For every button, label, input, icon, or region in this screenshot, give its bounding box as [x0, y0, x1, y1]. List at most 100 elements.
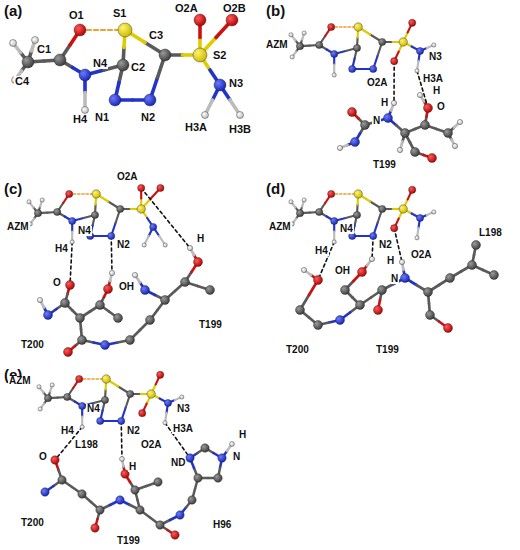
atom-ball — [138, 184, 145, 191]
atom-label: N2 — [378, 240, 393, 250]
atom-ball — [218, 454, 226, 462]
atom-ball — [161, 296, 170, 305]
atom-ball — [118, 23, 132, 37]
atom-label: O — [38, 452, 48, 462]
atom-ball — [32, 37, 39, 44]
atom-label: C3 — [148, 30, 164, 41]
atom-ball — [214, 79, 226, 91]
atom-ball — [206, 286, 215, 295]
atom-label: S1 — [112, 8, 127, 19]
atom-label: O2B — [222, 3, 247, 14]
atom-ball — [354, 190, 362, 198]
atom-ball — [370, 65, 377, 72]
atom-label: O2A — [366, 78, 389, 88]
hydrogen-bond — [393, 61, 395, 103]
atom-label: H — [386, 256, 395, 266]
atom-label: AZM — [268, 222, 292, 232]
atom-ball — [314, 276, 323, 285]
atom-ball — [490, 271, 499, 280]
atom-ball — [139, 410, 146, 417]
atom-ball — [91, 524, 99, 532]
atom-ball — [109, 270, 114, 275]
atom-ball — [91, 211, 98, 218]
atom-label: L198 — [74, 440, 99, 450]
atom-label: L198 — [478, 228, 503, 238]
atom-ball — [369, 256, 374, 261]
atom-label: T200 — [20, 518, 45, 528]
atom-ball — [186, 454, 194, 462]
atom-ball — [157, 371, 164, 378]
atom-label: T199 — [375, 345, 400, 355]
atom-label: N4 — [92, 58, 108, 69]
atom-ball — [187, 245, 192, 250]
atom-ball — [314, 321, 323, 330]
atom-ball — [136, 506, 144, 514]
atom-ball — [154, 478, 162, 486]
atom-ball — [194, 14, 206, 26]
atom-label: S2 — [212, 50, 227, 61]
atom-ball — [27, 200, 31, 204]
atom-ball — [92, 190, 100, 198]
atom-label: C4 — [14, 76, 30, 87]
atom-ball — [101, 396, 108, 403]
atom-label: N2 — [140, 112, 156, 123]
atom-label: H — [128, 462, 137, 472]
atom-label: OH — [118, 282, 135, 292]
atom-ball — [64, 393, 71, 400]
atom-ball — [432, 210, 436, 214]
atom-ball — [391, 225, 398, 232]
atom-label: T199 — [116, 536, 141, 546]
atom-ball — [194, 258, 203, 267]
atom-label: N — [390, 274, 399, 284]
atom-ball — [296, 306, 305, 315]
atom-ball — [399, 205, 407, 213]
hydrogen-bond — [70, 242, 72, 285]
atom-label: N4 — [86, 404, 101, 414]
atom-label: N3 — [428, 52, 443, 62]
atom-ball — [416, 47, 423, 54]
atom-ball — [331, 50, 338, 57]
atom-ball — [194, 474, 202, 482]
atom-ball — [141, 286, 150, 295]
atom-label: N3 — [228, 78, 244, 89]
atom-ball — [144, 94, 156, 106]
atom-ball — [163, 421, 167, 425]
atom-ball — [409, 186, 416, 193]
atom-ball — [301, 267, 306, 272]
atom-ball — [163, 243, 167, 247]
atom-ball — [230, 442, 235, 447]
atom-ball — [415, 69, 419, 73]
atom-ball — [126, 336, 135, 345]
hydrogen-bond — [141, 188, 190, 248]
atom-ball — [331, 217, 338, 224]
atom-ball — [146, 316, 155, 325]
atom-ball — [37, 385, 41, 389]
atom-ball — [337, 145, 342, 150]
atom-label: O — [52, 278, 62, 288]
atom-ball — [379, 205, 386, 212]
atom-label: N — [372, 116, 381, 126]
atom-ball — [40, 198, 44, 202]
atom-ball — [193, 48, 207, 62]
atom-ball — [127, 390, 134, 397]
atom-ball — [101, 341, 110, 350]
atom-label: ND — [170, 458, 186, 468]
atom-label: O1 — [68, 10, 85, 21]
atom-ball — [78, 336, 87, 345]
atom-ball — [417, 92, 422, 97]
atom-ball — [102, 375, 110, 383]
atom-ball — [399, 38, 407, 46]
atom-ball — [54, 208, 61, 215]
atom-ball — [384, 114, 393, 123]
atom-ball — [70, 240, 74, 244]
atom-ball — [411, 148, 420, 157]
atom-ball — [64, 348, 73, 357]
atom-label: OH — [334, 266, 351, 276]
atom-ball — [415, 236, 419, 240]
panel-letter: (c) — [3, 181, 23, 196]
atom-ball — [44, 311, 53, 320]
atom-ball — [97, 417, 104, 424]
atom-ball — [296, 210, 303, 217]
atom-ball — [361, 121, 370, 130]
